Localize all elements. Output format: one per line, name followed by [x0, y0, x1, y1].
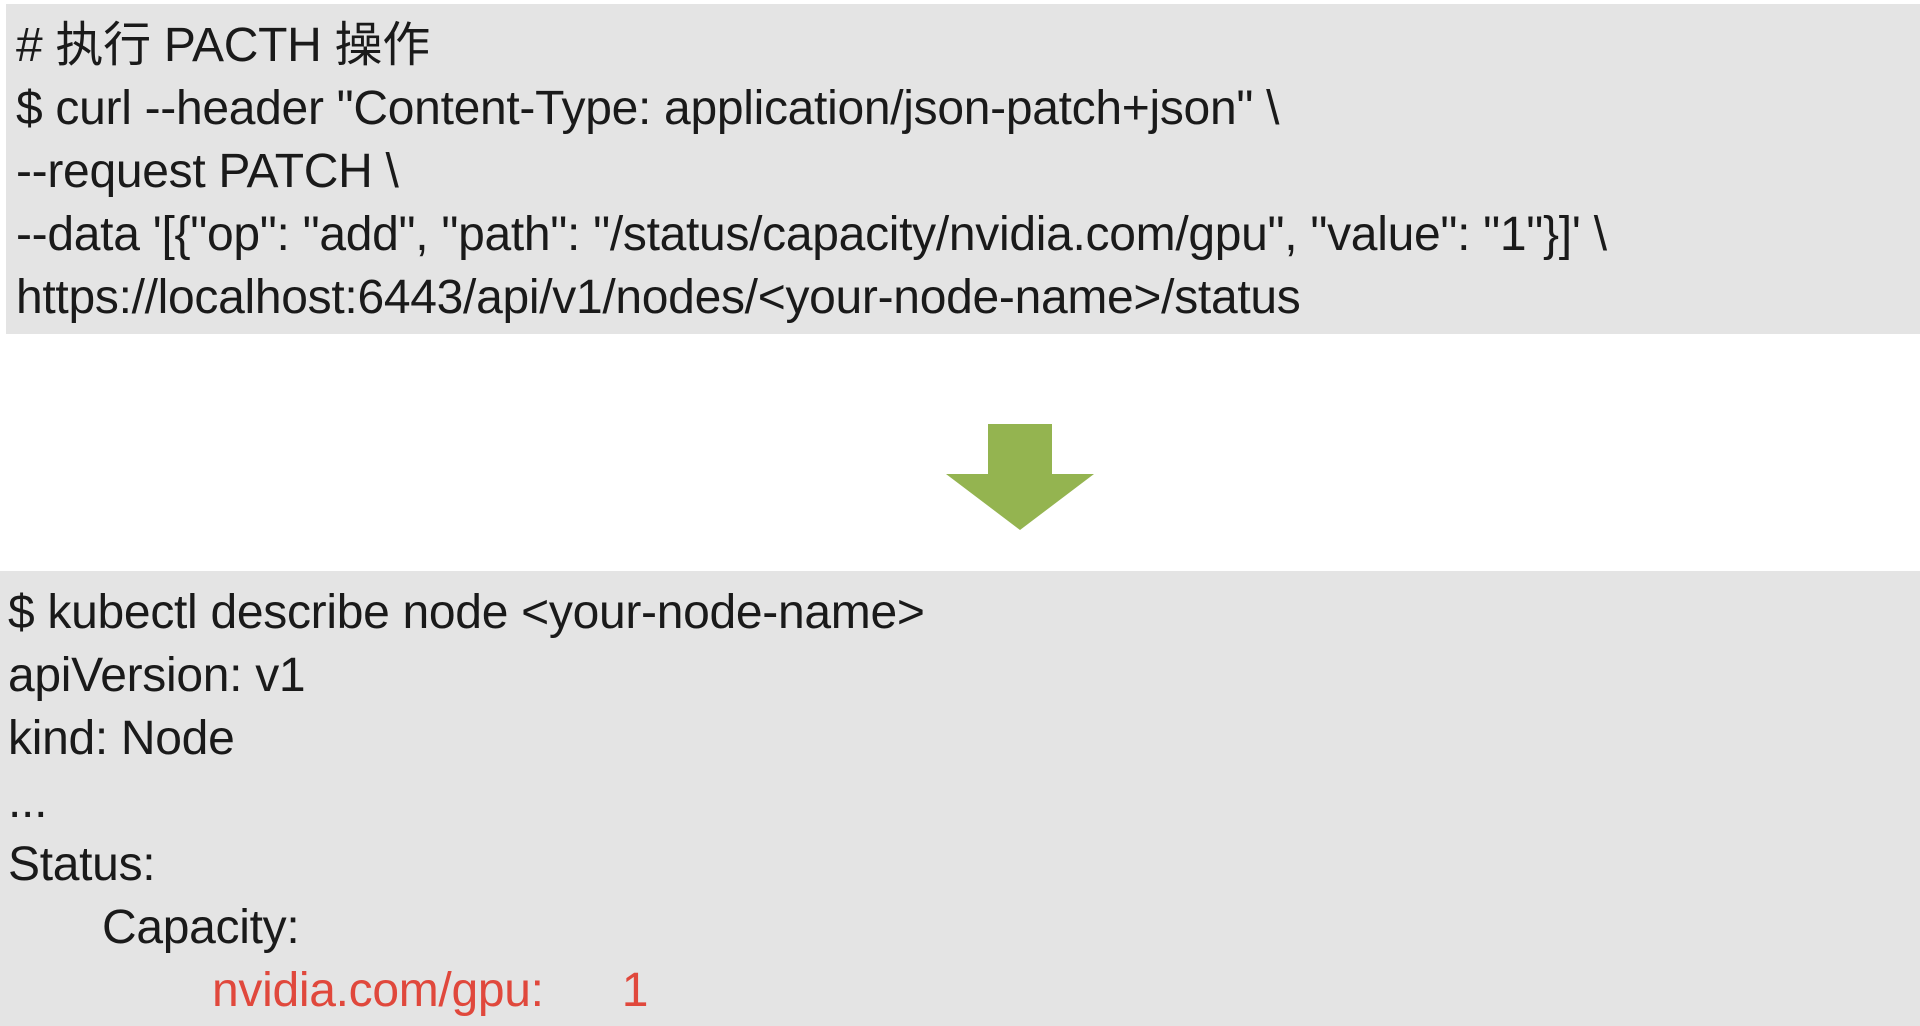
api-version-line: apiVersion: v1 [8, 649, 306, 702]
request-line: --request PATCH \ [16, 145, 399, 198]
capacity-line: Capacity: [102, 901, 300, 954]
gpu-resource-key: nvidia.com/gpu: [212, 964, 544, 1017]
gpu-capacity-line: nvidia.com/gpu: 1 [8, 959, 1920, 1022]
gpu-resource-value: 1 [621, 964, 649, 1017]
describe-output-block: $ kubectl describe node <your-node-name>… [0, 571, 1920, 1026]
down-arrow-icon [946, 424, 1094, 530]
url-line: https://localhost:6443/api/v1/nodes/<you… [16, 271, 1301, 324]
patch-command-block: # 执行 PACTH 操作 $ curl --header "Content-T… [6, 4, 1920, 334]
comment-line: # 执行 PACTH 操作 [16, 19, 430, 72]
status-line: Status: [8, 838, 156, 891]
ellipsis-line: ... [8, 775, 48, 828]
kind-line: kind: Node [8, 712, 235, 765]
data-line: --data '[{"op": "add", "path": "/status/… [16, 208, 1607, 261]
kubectl-command-line: $ kubectl describe node <your-node-name> [8, 586, 925, 639]
curl-header-line: $ curl --header "Content-Type: applicati… [16, 82, 1280, 135]
